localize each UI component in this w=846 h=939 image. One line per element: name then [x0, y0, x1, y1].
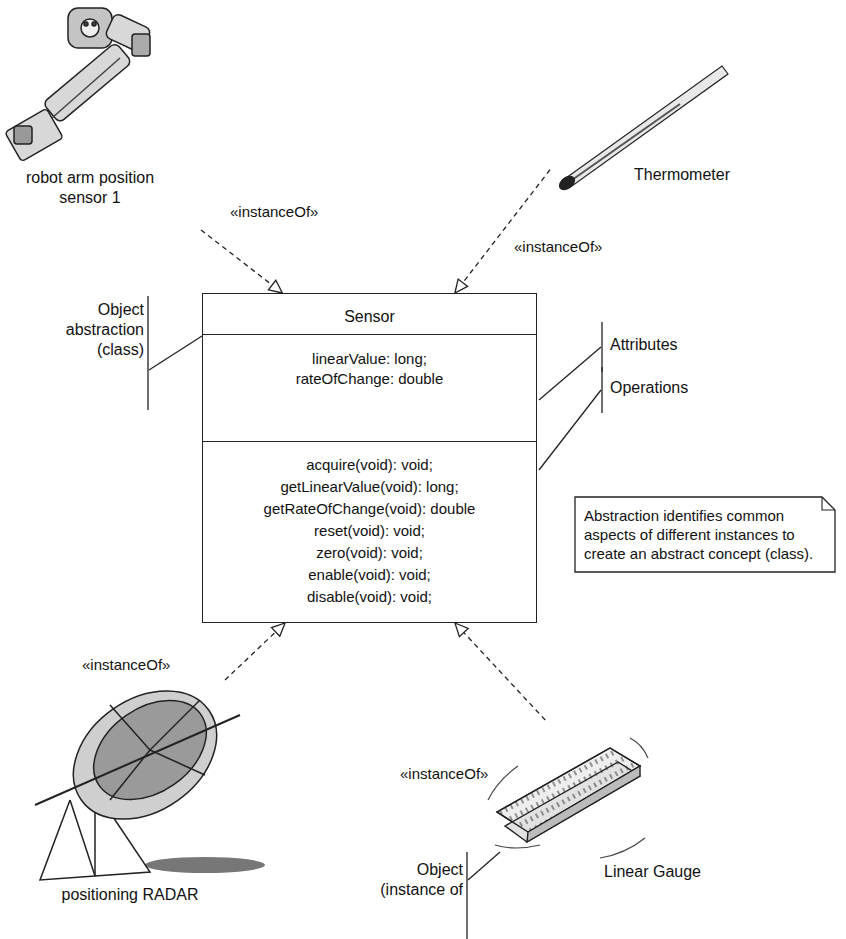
class-name-compartment: Sensor [203, 294, 536, 334]
note-border [575, 497, 835, 572]
operation: getRateOfChange(void): double [264, 498, 476, 520]
attributes-compartment: linearValue: long;rateOfChange: double [203, 334, 536, 441]
operation: zero(void): void; [316, 542, 423, 564]
class-box: Sensor linearValue: long;rateOfChange: do… [202, 293, 537, 623]
object-name: positioning RADAR [40, 885, 220, 905]
instance-object: positioning RADAR [20, 680, 270, 920]
instance-object: Linear Gauge [490, 720, 720, 890]
radar-picture [35, 664, 265, 880]
robot-arm-picture [5, 8, 152, 162]
object-name: robot arm position sensor 1 [10, 168, 170, 208]
note-box: Abstraction identifies common aspects of… [574, 496, 836, 573]
arrowhead [268, 280, 282, 293]
arrowhead [272, 623, 286, 636]
note-fold [822, 497, 835, 510]
callout-label: Object abstraction (class) [58, 300, 144, 360]
operation: enable(void): void; [308, 564, 431, 586]
class-name: Sensor [344, 307, 395, 327]
note-text: Abstraction identifies common aspects of… [584, 506, 824, 563]
arrowhead [455, 279, 468, 293]
callout-label: Attributes [610, 335, 730, 355]
stereotype-label: «instanceOf» [398, 765, 490, 783]
callout-label: Operations [610, 378, 730, 398]
operation: reset(void): void; [314, 520, 425, 542]
gauge-picture [488, 738, 648, 858]
stereotype-label: «instanceOf» [228, 203, 320, 221]
operation: acquire(void): void; [306, 454, 433, 476]
attribute: linearValue: long; [312, 349, 427, 369]
attribute: rateOfChange: double [296, 369, 444, 389]
arrowhead [455, 623, 468, 637]
operation: getLinearValue(void): long; [280, 476, 458, 498]
stereotype-label: «instanceOf» [512, 238, 604, 256]
instance-object: Thermometer [550, 55, 750, 190]
operation: disable(void): void; [307, 586, 432, 608]
instance-of-connector [225, 632, 276, 680]
stereotype-label: «instanceOf» [80, 656, 172, 674]
instance-of-connector [463, 170, 550, 283]
object-name: Thermometer [622, 165, 742, 185]
operations-compartment: acquire(void): void;getLinearValue(void)… [203, 441, 536, 622]
instance-of-connector [201, 230, 272, 285]
callout-label: Object (instance of [368, 860, 463, 900]
object-name: Linear Gauge [590, 862, 715, 882]
instance-of-connector [464, 633, 545, 720]
instance-object: robot arm position sensor 1 [5, 5, 205, 230]
